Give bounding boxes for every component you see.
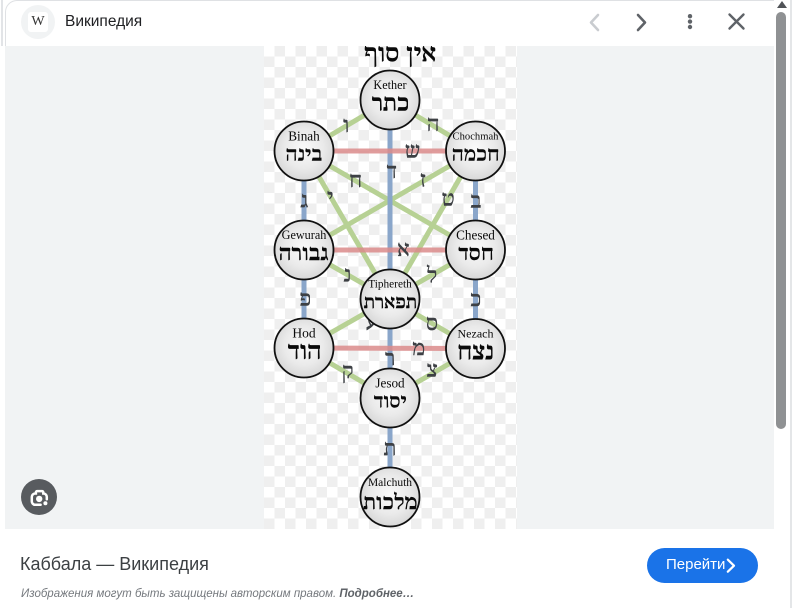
svg-text:Malchuth: Malchuth bbox=[368, 477, 412, 489]
svg-text:Hod: Hod bbox=[292, 326, 315, 341]
svg-text:Chesed: Chesed bbox=[456, 227, 495, 242]
svg-text:Gewurah: Gewurah bbox=[282, 228, 327, 242]
svg-text:Kether: Kether bbox=[373, 78, 406, 92]
svg-text:Tiphereth: Tiphereth bbox=[368, 279, 412, 291]
svg-text:Nezach: Nezach bbox=[458, 327, 494, 341]
svg-text:Jesod: Jesod bbox=[375, 375, 405, 390]
svg-text:Binah: Binah bbox=[288, 128, 320, 143]
svg-text:Chochmah: Chochmah bbox=[453, 132, 500, 143]
